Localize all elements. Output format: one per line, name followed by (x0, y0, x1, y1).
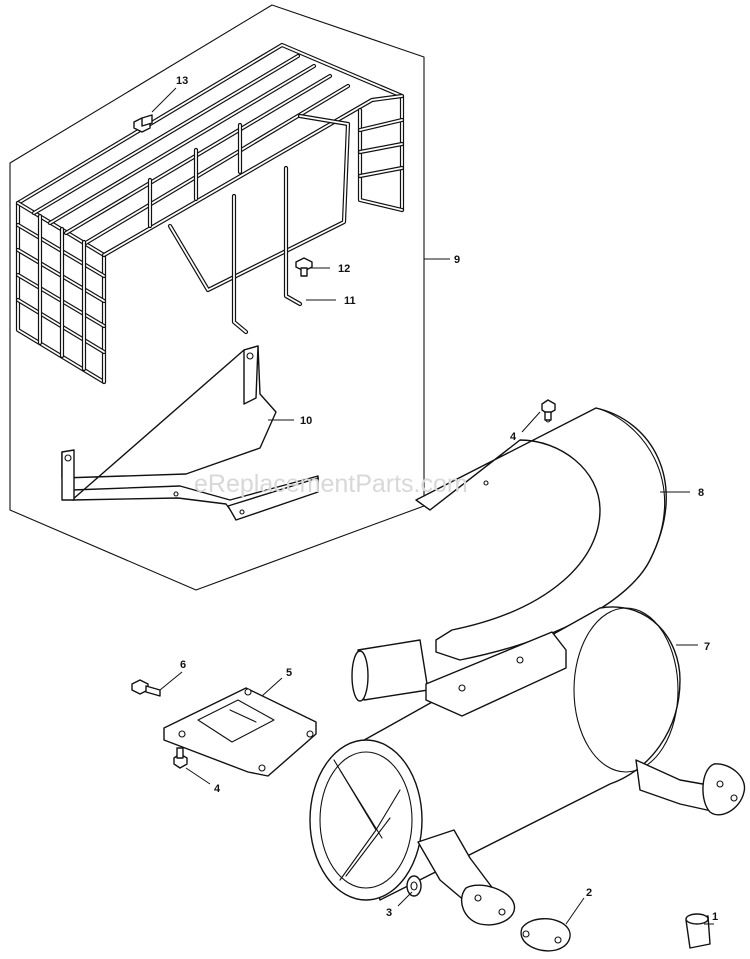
heat-shield (415, 407, 667, 661)
callout-13: 13 (176, 75, 188, 87)
callout-2: 2 (586, 887, 592, 899)
plate-5 (163, 687, 317, 777)
callout-12: 12 (338, 263, 350, 275)
screen-guard (15, 42, 405, 385)
callout-4-lower: 4 (214, 783, 221, 795)
callout-4-upper: 4 (510, 431, 517, 443)
nut-3 (406, 875, 422, 897)
callout-3: 3 (386, 907, 392, 919)
bolt-6 (131, 679, 161, 697)
exhaust-gasket (520, 918, 571, 952)
muffler (309, 606, 746, 926)
bolt-4-upper (541, 399, 556, 421)
callout-10: 10 (300, 415, 312, 427)
bolt-12 (295, 257, 313, 277)
cap-1 (685, 913, 711, 949)
callout-5: 5 (286, 667, 292, 679)
leader-lines (151, 87, 714, 925)
bolt-4-lower (173, 747, 188, 769)
callout-1: 1 (712, 911, 718, 923)
callout-9: 9 (454, 254, 460, 266)
callout-6: 6 (180, 659, 186, 671)
mounting-bracket (61, 345, 319, 521)
callout-8: 8 (698, 487, 704, 499)
watermark: eReplacementParts.com (194, 470, 468, 498)
callouts: 13 12 9 11 10 4 8 7 5 6 4 3 2 1 (176, 75, 718, 923)
callout-7: 7 (704, 641, 710, 653)
bolt-13 (133, 114, 153, 133)
callout-11: 11 (344, 295, 356, 307)
